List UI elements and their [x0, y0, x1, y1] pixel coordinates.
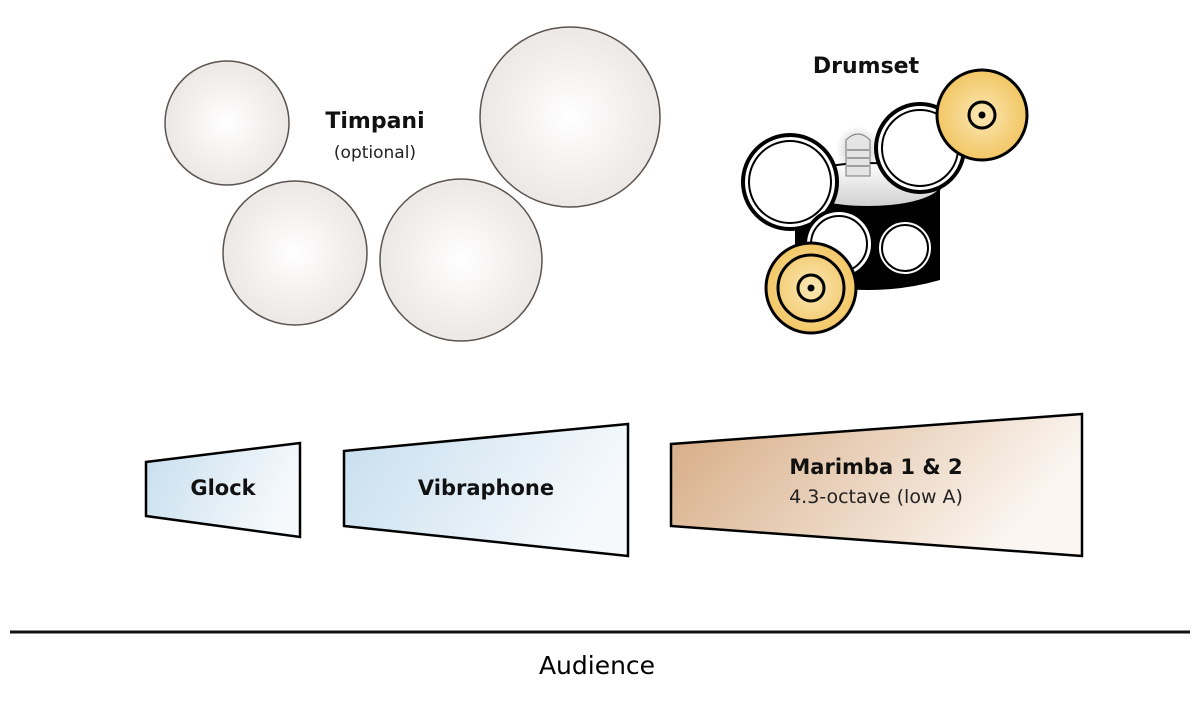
ride-cymbal-icon [935, 68, 1029, 162]
timpani-drum [164, 60, 290, 186]
glock-label: Glock [190, 476, 256, 500]
vibraphone: Vibraphone [342, 422, 630, 558]
marimba-subtitle: 4.3-octave (low A) [789, 486, 963, 508]
glock: Glock [144, 441, 302, 539]
marimba: Marimba 1 & 2 4.3-octave (low A) [669, 412, 1084, 558]
timpani-drum [222, 180, 368, 326]
timpani-group: Timpani (optional) [164, 26, 661, 342]
drumset-group: Drumset [741, 54, 1029, 335]
drumset-label: Drumset [813, 54, 920, 79]
timpani-drum [379, 178, 543, 342]
timpani-note: (optional) [334, 143, 416, 163]
audience-label: Audience [539, 651, 655, 680]
hihat-cymbal-icon [764, 241, 858, 335]
timpani-drum [479, 26, 661, 208]
marimba-label: Marimba 1 & 2 [789, 455, 962, 479]
vibraphone-label: Vibraphone [418, 476, 554, 500]
floor-tom-drum [875, 218, 935, 278]
timpani-label: Timpani [325, 109, 424, 134]
tom-drum [741, 133, 839, 231]
cymbal-stand-icon [845, 133, 871, 177]
